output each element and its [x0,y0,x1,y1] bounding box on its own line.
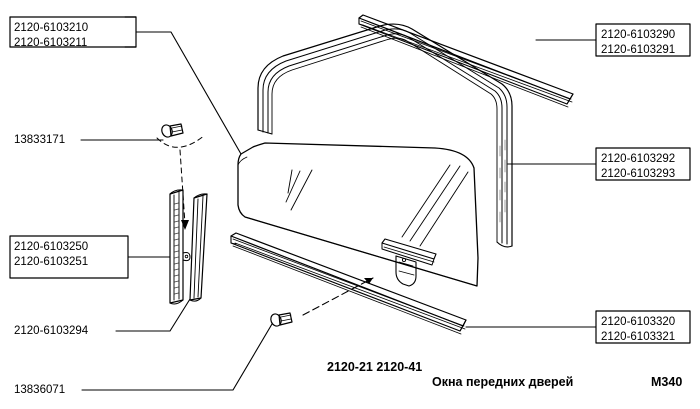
guide-rail-outline [189,193,208,302]
callout-guide-rail: 2120-6103250 2120-6103251 [14,240,88,270]
callout-outer-belt-seal: 2120-6103320 2120-6103321 [601,315,675,345]
callout-line: 2120-6103291 [601,44,676,56]
callout-line: 2120-6103292 [601,153,676,165]
callout-sealing-strip-screw: 13836071 [14,383,65,398]
callout-box-seal-upper [535,23,691,57]
section-title: Окна передних дверей [432,375,574,389]
sealing-strip-screw-lower [270,312,293,327]
callout-line: 2120-6103294 [14,325,89,337]
callout-line: 2120-6103320 [601,316,676,328]
callout-line: 13836071 [14,384,66,396]
callout-guide-rail-lower: 2120-6103294 [14,324,88,339]
assembly-arrow-bracket [302,277,374,316]
callout-line: 2120-6103321 [601,331,676,343]
leader-glass [135,31,242,155]
callout-line: 2120-6103250 [14,241,89,253]
callout-box-seal-lower [465,310,691,344]
callout-box-seal-frame [507,147,691,181]
window-frame-seal [257,23,513,248]
callout-line: 13833171 [14,134,66,146]
model-code: 2120-21 [327,360,373,374]
glass-lower-bracket [381,238,437,287]
callout-upper-window-seal: 2120-6103290 2120-6103291 [601,28,675,58]
callout-line: 2120-6103210 [14,22,89,34]
callout-line: 2120-6103290 [601,29,676,41]
title-model-codes: 2120-21 2120-41 [327,360,422,376]
guide-screw-upper [156,123,206,230]
callout-line: 2120-6103251 [14,256,89,268]
guide-rail-hatched [169,189,191,305]
callout-box-rail [9,235,129,279]
model-code: 2120-41 [376,360,423,374]
sheet-mark: М340 [651,375,683,389]
door-glass [237,142,479,287]
callout-guide-screw: 13833171 [14,133,65,148]
lower-seal-strip [230,232,467,335]
callout-line: 2120-6103211 [14,37,88,49]
callout-door-glass: 2120-6103210 2120-6103211 [14,21,88,51]
callout-window-frame-seal: 2120-6103292 2120-6103293 [601,152,675,182]
leader-screw-lower [81,323,273,391]
callout-line: 2120-6103293 [601,168,676,180]
leader-rail-lower [115,298,191,332]
